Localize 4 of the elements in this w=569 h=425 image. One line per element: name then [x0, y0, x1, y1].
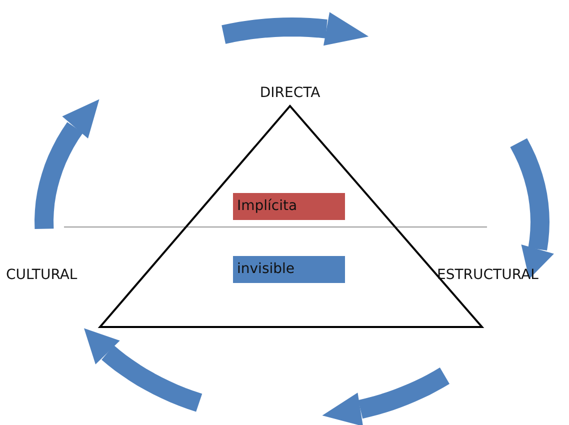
label-box: Implícita — [233, 193, 345, 220]
label-box: invisible — [233, 256, 345, 283]
vertex-label: DIRECTA — [258, 84, 322, 103]
vertex-label: CULTURAL — [6, 266, 78, 285]
